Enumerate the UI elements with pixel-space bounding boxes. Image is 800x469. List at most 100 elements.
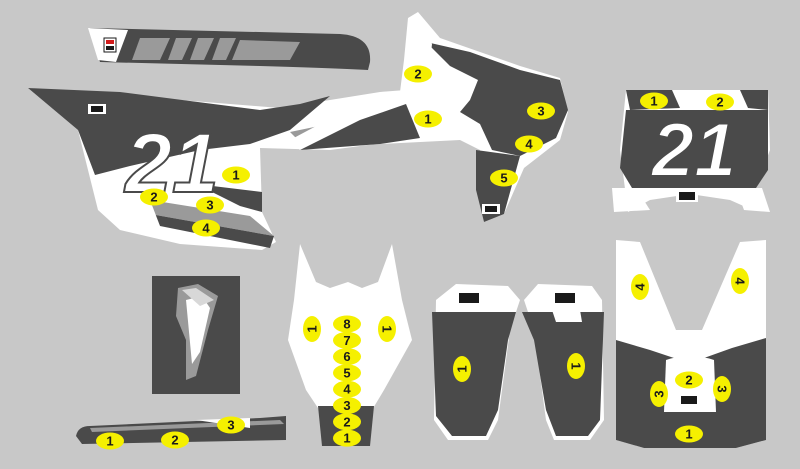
- side-race-number: 21: [123, 116, 218, 210]
- position-marker-radiator-shroud: 5: [490, 169, 518, 187]
- marker-label: 1: [650, 94, 657, 109]
- marker-oval: [414, 110, 442, 128]
- position-marker-front-fender: 1: [675, 425, 703, 443]
- marker-label: 3: [206, 198, 213, 213]
- marker-label: 6: [343, 349, 350, 364]
- position-marker-rear-fender-left: 3: [196, 196, 224, 214]
- marker-oval: [675, 371, 703, 389]
- marker-oval: [515, 135, 543, 153]
- fork-guard-right-logo-icon: [552, 290, 578, 306]
- marker-label: 1: [380, 325, 395, 332]
- marker-oval: [675, 425, 703, 443]
- marker-oval: [161, 431, 189, 449]
- position-marker-rear-fender-center: 6: [333, 348, 361, 366]
- marker-oval: [222, 166, 250, 184]
- shroud-logo-icon: [482, 204, 500, 214]
- marker-label: 2: [343, 414, 350, 429]
- marker-label: 2: [150, 190, 157, 205]
- position-marker-rear-fender-center: 2: [333, 413, 361, 431]
- position-marker-rear-fender-center-side: 1: [378, 316, 396, 342]
- marker-label: 1: [343, 431, 350, 446]
- marker-oval: [333, 380, 361, 398]
- front-number-plate: 21: [612, 90, 770, 212]
- marker-oval: [650, 381, 668, 407]
- marker-oval: [378, 316, 396, 342]
- marker-oval: [640, 92, 668, 110]
- position-marker-radiator-shroud: 4: [515, 135, 543, 153]
- marker-label: 8: [343, 317, 350, 332]
- marker-label: 4: [733, 277, 748, 285]
- position-marker-rear-fender-center: 4: [333, 380, 361, 398]
- marker-oval: [453, 356, 471, 382]
- marker-label: 5: [500, 171, 507, 186]
- position-marker-swingarm: 1: [96, 432, 124, 450]
- position-marker-swingarm: 2: [161, 431, 189, 449]
- marker-label: 3: [343, 398, 350, 413]
- marker-oval: [192, 219, 220, 237]
- marker-label: 2: [685, 373, 692, 388]
- front-race-number: 21: [650, 108, 737, 193]
- marker-label: 4: [633, 283, 648, 291]
- marker-oval: [527, 102, 555, 120]
- side-logo-icon: [88, 104, 106, 114]
- marker-oval: [333, 429, 361, 447]
- marker-label: 3: [652, 390, 667, 397]
- marker-oval: [731, 268, 749, 294]
- fork-brand-panel: [152, 276, 240, 394]
- marker-oval: [217, 416, 245, 434]
- marker-oval: [303, 316, 321, 342]
- marker-label: 5: [343, 365, 350, 380]
- fork-guard-right-panel: [522, 284, 604, 440]
- position-marker-front-fender: 3: [650, 381, 668, 407]
- position-marker-radiator-shroud: 2: [404, 65, 432, 83]
- marker-oval: [333, 331, 361, 349]
- marker-oval: [333, 315, 361, 333]
- seat-cover-panel: [88, 28, 371, 70]
- marker-oval: [631, 274, 649, 300]
- marker-label: 1: [569, 362, 584, 369]
- position-marker-rear-fender-center: 1: [333, 429, 361, 447]
- marker-label: 1: [305, 325, 320, 332]
- marker-label: 1: [232, 168, 239, 183]
- position-marker-radiator-shroud: 3: [527, 102, 555, 120]
- fork-guard-left-logo-icon: [456, 290, 482, 306]
- position-marker-front-fender: 4: [631, 274, 649, 300]
- position-marker-rear-fender-center: 8: [333, 315, 361, 333]
- position-marker-fork-guard-right: 1: [567, 353, 585, 379]
- marker-oval: [333, 348, 361, 366]
- fork-guard-left-panel: [432, 284, 520, 440]
- marker-oval: [333, 397, 361, 414]
- marker-oval: [96, 432, 124, 450]
- marker-oval: [713, 376, 731, 402]
- marker-label: 3: [227, 418, 234, 433]
- marker-oval: [333, 413, 361, 431]
- position-marker-front-fender: 3: [713, 376, 731, 402]
- position-marker-rear-fender-center: 5: [333, 364, 361, 382]
- position-marker-radiator-shroud: 1: [414, 110, 442, 128]
- position-marker-rear-fender-left: 1: [222, 166, 250, 184]
- marker-label: 2: [171, 433, 178, 448]
- marker-label: 4: [525, 137, 533, 152]
- marker-label: 3: [537, 104, 544, 119]
- position-marker-rear-fender-center: 7: [333, 331, 361, 349]
- position-marker-front-fender: 4: [731, 268, 749, 294]
- marker-label: 1: [685, 427, 692, 442]
- plate-logo-icon: [676, 190, 698, 202]
- position-marker-fork-guard-left: 1: [453, 356, 471, 382]
- marker-oval: [490, 169, 518, 187]
- marker-label: 4: [343, 382, 351, 397]
- brand-logo-icon: [103, 37, 117, 53]
- position-marker-rear-fender-center-side: 1: [303, 316, 321, 342]
- marker-label: 1: [106, 434, 113, 449]
- fender-logo-icon: [678, 394, 700, 406]
- marker-label: 4: [202, 221, 210, 236]
- marker-oval: [706, 93, 734, 111]
- marker-label: 2: [716, 95, 723, 110]
- marker-label: 3: [715, 385, 730, 392]
- rear-side-panel: 21: [28, 88, 420, 250]
- marker-oval: [333, 364, 361, 382]
- marker-label: 2: [414, 67, 421, 82]
